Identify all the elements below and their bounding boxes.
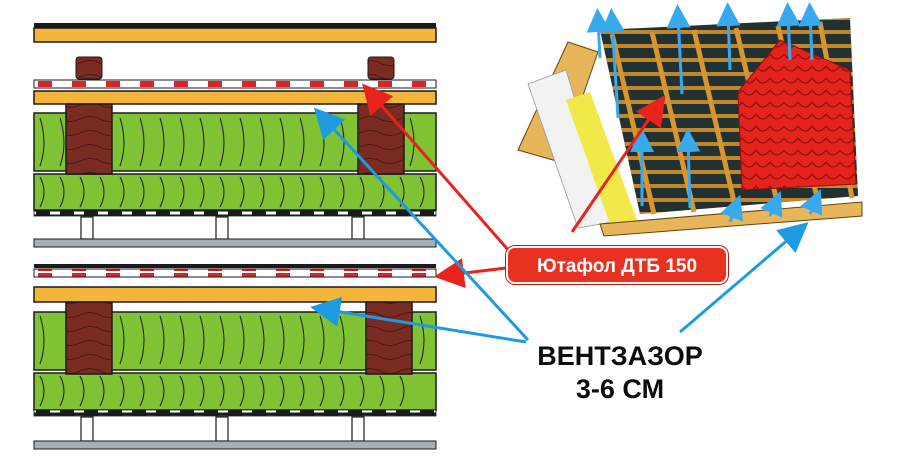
vapor-barrier-bottom [33, 409, 437, 417]
insulation-layer-4 [33, 372, 437, 411]
membrane-pointer-arrows [362, 83, 666, 289]
counter-batten-left [75, 56, 103, 80]
insulation-fibers-bottom [39, 315, 425, 407]
counter-batten-right [367, 56, 395, 80]
tiled-area [737, 39, 857, 191]
membrane-label: Ютафол ДТБ 150 [506, 246, 728, 284]
insulation-layer-2 [33, 173, 437, 211]
ceiling-board-top [33, 238, 437, 248]
vent-gap-pointer-arrows [310, 107, 809, 344]
roof-panel-top [34, 23, 436, 28]
vent-gap-label-line1: ВЕНТЗАЗОР [537, 341, 703, 371]
hanger-profiles [80, 216, 365, 240]
hanger-profiles-bottom [80, 416, 365, 442]
section-bottom [33, 264, 437, 450]
vapor-barrier-top [33, 209, 437, 217]
vent-airflow-arrows [586, 2, 823, 223]
rafter-left [65, 103, 113, 175]
membrane-layer-top [33, 79, 437, 89]
batten-board-top [33, 90, 437, 105]
batten-board-bottom [33, 286, 437, 303]
yellow-insulation [566, 92, 640, 230]
rafter-left-bottom [65, 301, 113, 375]
vent-gap-label: ВЕНТЗАЗОР 3-6 СМ [515, 340, 725, 406]
ceiling-board-bottom [33, 440, 437, 450]
insulation-fibers [39, 117, 425, 208]
roof-illustration [517, 2, 863, 237]
rafter-right-bottom [365, 301, 413, 375]
roof-board-top [33, 27, 437, 43]
section-top [33, 23, 437, 248]
membrane-layer-bottom [33, 268, 437, 278]
vent-gap-label-line2: 3-6 СМ [575, 374, 665, 404]
membrane-dark-bottom [34, 264, 436, 268]
